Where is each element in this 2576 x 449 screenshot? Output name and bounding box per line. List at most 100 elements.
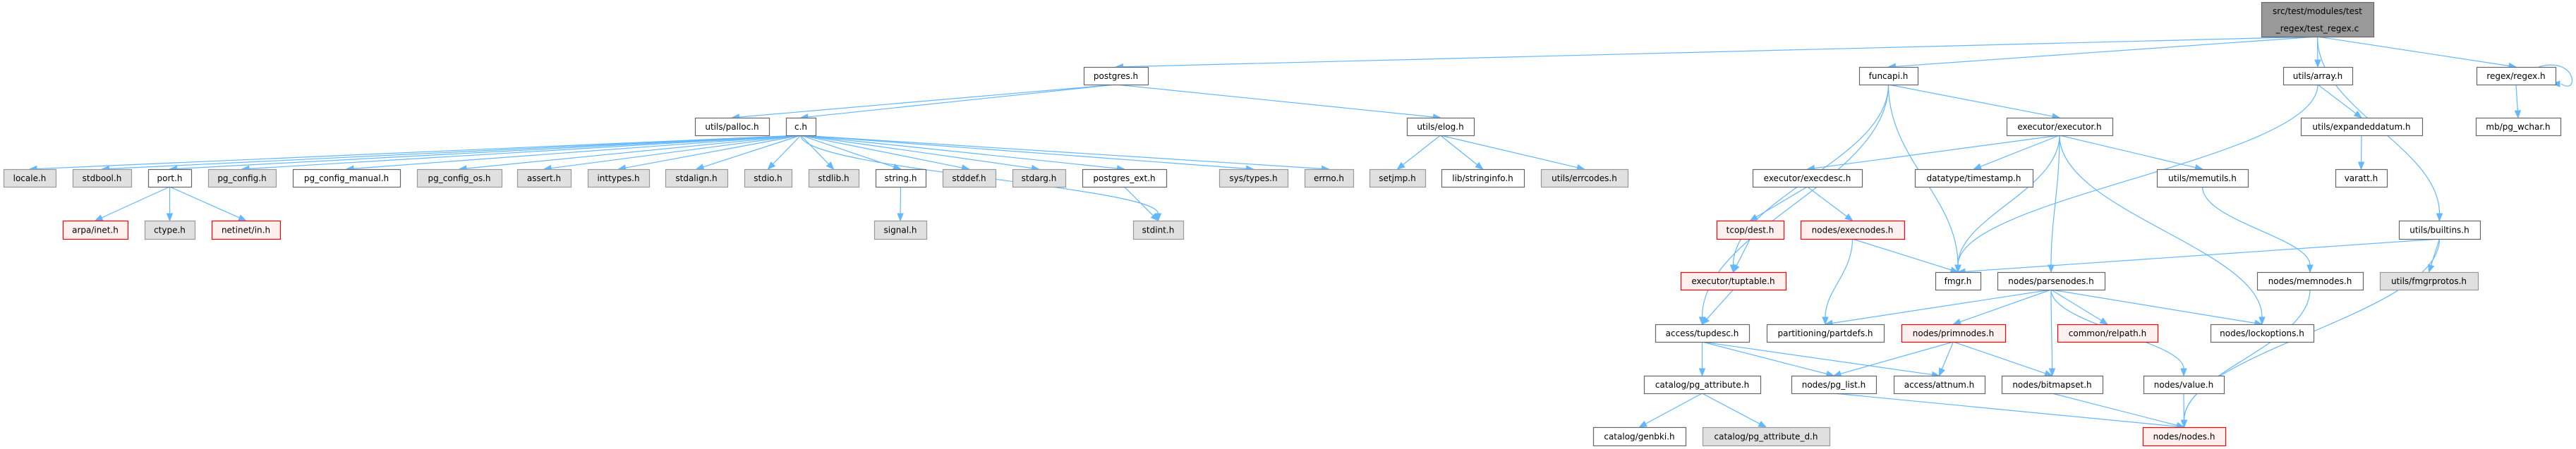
- node-systypes[interactable]: sys/types.h: [1219, 168, 1289, 188]
- node-box[interactable]: [2398, 220, 2481, 240]
- node-box[interactable]: [516, 168, 572, 188]
- node-stdio[interactable]: stdio.h: [744, 168, 793, 188]
- node-genbki[interactable]: catalog/genbki.h: [1592, 426, 1687, 447]
- node-pgconfig[interactable]: pg_config.h: [207, 168, 277, 188]
- node-box[interactable]: [1132, 220, 1185, 240]
- node-box[interactable]: [2335, 168, 2388, 188]
- node-box[interactable]: [2282, 66, 2354, 86]
- node-box[interactable]: [1914, 168, 2034, 188]
- node-box[interactable]: [2143, 375, 2225, 395]
- node-pgattribute[interactable]: catalog/pg_attribute.h: [1643, 375, 1762, 395]
- node-box[interactable]: [147, 168, 193, 188]
- node-pgattributed[interactable]: catalog/pg_attribute_d.h: [1702, 426, 1831, 447]
- node-port[interactable]: port.h: [147, 168, 193, 188]
- node-regex[interactable]: regex/regex.h: [2476, 66, 2557, 86]
- node-box[interactable]: [694, 117, 770, 137]
- node-box[interactable]: [785, 117, 817, 137]
- node-box[interactable]: [2300, 117, 2424, 137]
- node-box[interactable]: [1082, 168, 1168, 188]
- node-box[interactable]: [2001, 375, 2104, 395]
- node-expanded[interactable]: utils/expandeddatum.h: [2300, 117, 2424, 137]
- node-box[interactable]: [1643, 375, 1762, 395]
- node-stringinfo[interactable]: lib/stringinfo.h: [1441, 168, 1525, 188]
- node-memnodes[interactable]: nodes/memnodes.h: [2256, 271, 2364, 291]
- node-box[interactable]: [1369, 168, 1427, 188]
- node-stdint[interactable]: stdint.h: [1132, 220, 1185, 240]
- node-elog[interactable]: utils/elog.h: [1406, 117, 1475, 137]
- node-execnodes[interactable]: nodes/execnodes.h: [1800, 220, 1906, 240]
- node-stdarg[interactable]: stdarg.h: [1012, 168, 1067, 188]
- node-parsenodes[interactable]: nodes/parsenodes.h: [1997, 271, 2106, 291]
- node-palloc[interactable]: utils/palloc.h: [694, 117, 770, 137]
- node-primnodes[interactable]: nodes/primnodes.h: [1901, 324, 2007, 343]
- node-box[interactable]: [942, 168, 997, 188]
- node-box[interactable]: [1012, 168, 1067, 188]
- node-box[interactable]: [416, 168, 503, 188]
- node-box[interactable]: [2475, 117, 2562, 137]
- node-attnum[interactable]: access/attnum.h: [1893, 375, 1986, 395]
- node-root[interactable]: src/test/modules/test_regex/test_regex.c: [2261, 1, 2375, 38]
- node-box[interactable]: [1655, 324, 1750, 343]
- node-box[interactable]: [1592, 426, 1687, 447]
- node-funcapi[interactable]: funcapi.h: [1858, 66, 1919, 86]
- node-execdesc[interactable]: executor/execdesc.h: [1752, 168, 1863, 188]
- node-box[interactable]: [1791, 375, 1877, 395]
- node-varatt[interactable]: varatt.h: [2335, 168, 2388, 188]
- node-inttypes[interactable]: inttypes.h: [587, 168, 651, 188]
- node-box[interactable]: [2261, 1, 2375, 38]
- node-locale[interactable]: locale.h: [3, 168, 57, 188]
- node-fmgrprotos[interactable]: utils/fmgrprotos.h: [2379, 271, 2479, 291]
- node-pgconfigmanual[interactable]: pg_config_manual.h: [292, 168, 401, 188]
- node-box[interactable]: [1935, 271, 1982, 291]
- node-box[interactable]: [587, 168, 651, 188]
- node-value[interactable]: nodes/value.h: [2143, 375, 2225, 395]
- node-box[interactable]: [1083, 66, 1149, 86]
- node-stddef[interactable]: stddef.h: [942, 168, 997, 188]
- node-setjmp[interactable]: setjmp.h: [1369, 168, 1427, 188]
- node-timestamp[interactable]: datatype/timestamp.h: [1914, 168, 2034, 188]
- node-box[interactable]: [665, 168, 729, 188]
- node-box[interactable]: [2476, 66, 2557, 86]
- node-box[interactable]: [1800, 220, 1906, 240]
- node-c[interactable]: c.h: [785, 117, 817, 137]
- node-stdalign[interactable]: stdalign.h: [665, 168, 729, 188]
- node-box[interactable]: [1540, 168, 1629, 188]
- node-pglist[interactable]: nodes/pg_list.h: [1791, 375, 1877, 395]
- node-box[interactable]: [2256, 271, 2364, 291]
- node-tuptable[interactable]: executor/tuptable.h: [1680, 271, 1787, 291]
- node-fmgr[interactable]: fmgr.h: [1935, 271, 1982, 291]
- node-postgresext[interactable]: postgres_ext.h: [1082, 168, 1168, 188]
- node-box[interactable]: [62, 220, 129, 240]
- node-stdlib[interactable]: stdlib.h: [808, 168, 860, 188]
- node-box[interactable]: [1858, 66, 1919, 86]
- node-box[interactable]: [2006, 117, 2114, 137]
- node-box[interactable]: [144, 220, 196, 240]
- node-string[interactable]: string.h: [875, 168, 927, 188]
- node-assert[interactable]: assert.h: [516, 168, 572, 188]
- node-netinet[interactable]: netinet/in.h: [211, 220, 282, 240]
- node-box[interactable]: [1680, 271, 1787, 291]
- node-box[interactable]: [1406, 117, 1475, 137]
- node-box[interactable]: [744, 168, 793, 188]
- node-nodes[interactable]: nodes/nodes.h: [2142, 426, 2227, 447]
- node-pgwchar[interactable]: mb/pg_wchar.h: [2475, 117, 2562, 137]
- node-box[interactable]: [1702, 426, 1831, 447]
- node-lockoptions[interactable]: nodes/lockoptions.h: [2210, 324, 2315, 343]
- node-errcodes[interactable]: utils/errcodes.h: [1540, 168, 1629, 188]
- node-builtins[interactable]: utils/builtins.h: [2398, 220, 2481, 240]
- node-ctype[interactable]: ctype.h: [144, 220, 196, 240]
- node-box[interactable]: [1997, 271, 2106, 291]
- node-box[interactable]: [3, 168, 57, 188]
- node-tcopdest[interactable]: tcop/dest.h: [1716, 220, 1785, 240]
- node-box[interactable]: [2379, 271, 2479, 291]
- node-pgconfigos[interactable]: pg_config_os.h: [416, 168, 503, 188]
- node-box[interactable]: [1716, 220, 1785, 240]
- node-box[interactable]: [1893, 375, 1986, 395]
- node-signal[interactable]: signal.h: [873, 220, 928, 240]
- node-partdefs[interactable]: partitioning/partdefs.h: [1766, 324, 1885, 343]
- node-box[interactable]: [1752, 168, 1863, 188]
- node-arpainet[interactable]: arpa/inet.h: [62, 220, 129, 240]
- node-bitmapset[interactable]: nodes/bitmapset.h: [2001, 375, 2104, 395]
- node-relpath[interactable]: common/relpath.h: [2057, 324, 2159, 343]
- node-box[interactable]: [1219, 168, 1289, 188]
